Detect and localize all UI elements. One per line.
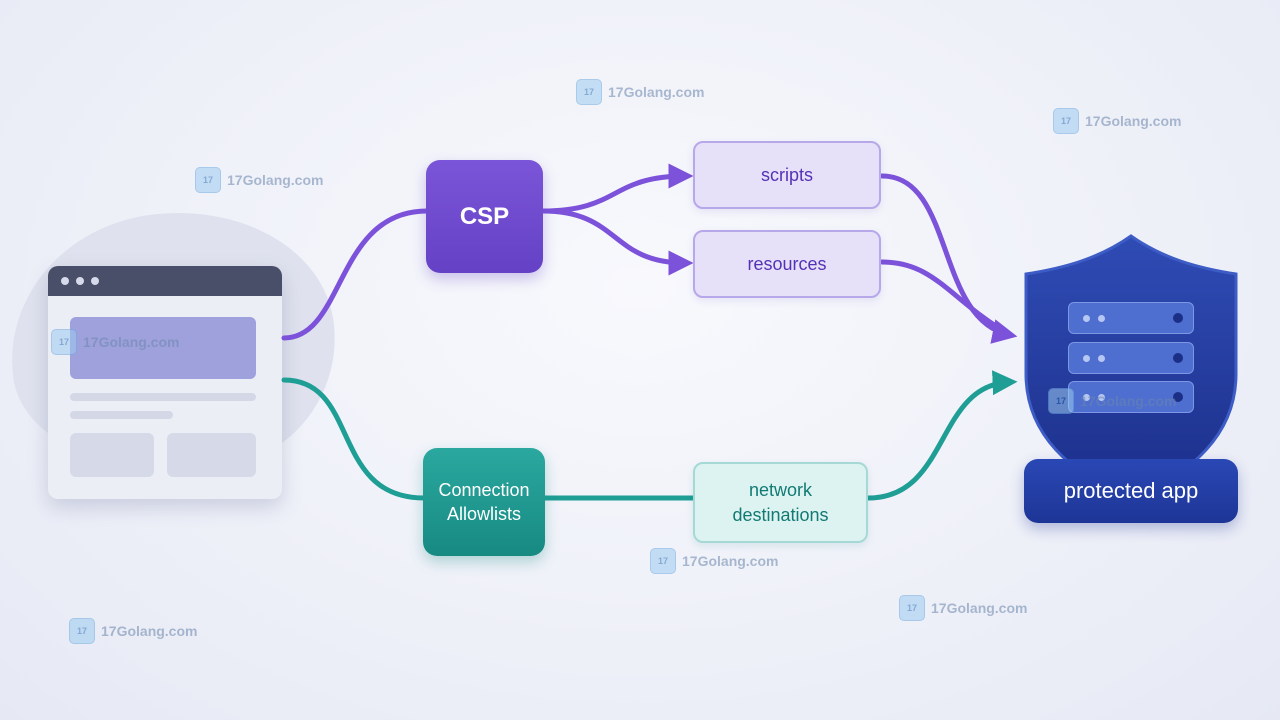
logo-icon: 17 bbox=[650, 548, 676, 574]
watermark: 17 17Golang.com bbox=[51, 329, 179, 355]
led-icon bbox=[1083, 394, 1090, 401]
watermark-text: 17Golang.com bbox=[1085, 113, 1182, 129]
logo-icon: 17 bbox=[1053, 108, 1079, 134]
server-rack-unit bbox=[1068, 342, 1194, 374]
resources-to-app-line bbox=[879, 259, 1013, 338]
watermark-text: 17Golang.com bbox=[101, 623, 198, 639]
browser-hero-block bbox=[70, 317, 256, 379]
network-to-app-line bbox=[865, 370, 1018, 501]
network-destinations-node: network destinations bbox=[693, 462, 868, 543]
logo-icon: 17 bbox=[899, 595, 925, 621]
watermark-text: 17Golang.com bbox=[608, 84, 705, 100]
status-led-icon bbox=[1173, 313, 1183, 323]
watermark: 17 17Golang.com bbox=[576, 79, 704, 105]
watermark-text: 17Golang.com bbox=[1080, 393, 1177, 409]
resources-node: resources bbox=[693, 230, 881, 298]
window-dot-icon bbox=[76, 277, 84, 285]
status-led-icon bbox=[1173, 353, 1183, 363]
window-dot-icon bbox=[61, 277, 69, 285]
logo-icon: 17 bbox=[195, 167, 221, 193]
watermark: 17 17Golang.com bbox=[1048, 388, 1176, 414]
status-led-icon bbox=[1173, 392, 1183, 402]
scripts-node: scripts bbox=[693, 141, 881, 209]
led-icon bbox=[1098, 315, 1105, 322]
scripts-to-app-line bbox=[879, 173, 1018, 344]
led-icon bbox=[1098, 394, 1105, 401]
watermark: 17 17Golang.com bbox=[899, 595, 1027, 621]
window-dot-icon bbox=[91, 277, 99, 285]
browser-text-line bbox=[70, 393, 256, 401]
browser-card bbox=[70, 433, 154, 477]
logo-icon: 17 bbox=[69, 618, 95, 644]
browser-to-csp-line bbox=[281, 208, 430, 341]
server-rack-unit bbox=[1068, 381, 1194, 413]
led-icon bbox=[1083, 315, 1090, 322]
browser-card bbox=[167, 433, 256, 477]
protected-app-label: protected app bbox=[1024, 459, 1238, 523]
watermark-text: 17Golang.com bbox=[83, 334, 180, 350]
logo-icon: 17 bbox=[576, 79, 602, 105]
csp-node: CSP bbox=[426, 160, 543, 273]
csp-to-scripts-line bbox=[540, 163, 694, 214]
watermark: 17 17Golang.com bbox=[1053, 108, 1181, 134]
watermark: 17 17Golang.com bbox=[195, 167, 323, 193]
led-icon bbox=[1083, 355, 1090, 362]
watermark-text: 17Golang.com bbox=[682, 553, 779, 569]
watermark-text: 17Golang.com bbox=[227, 172, 324, 188]
watermark-text: 17Golang.com bbox=[931, 600, 1028, 616]
browser-title-bar bbox=[48, 266, 282, 296]
watermark: 17 17Golang.com bbox=[650, 548, 778, 574]
browser-window bbox=[48, 266, 282, 499]
csp-to-resources-line bbox=[540, 208, 694, 276]
logo-icon: 17 bbox=[51, 329, 77, 355]
logo-icon: 17 bbox=[1048, 388, 1074, 414]
server-rack-unit bbox=[1068, 302, 1194, 334]
browser-to-allowlists-line bbox=[281, 377, 427, 501]
browser-text-line bbox=[70, 411, 173, 419]
watermark: 17 17Golang.com bbox=[69, 618, 197, 644]
connection-allowlists-node: Connection Allowlists bbox=[423, 448, 545, 556]
led-icon bbox=[1098, 355, 1105, 362]
